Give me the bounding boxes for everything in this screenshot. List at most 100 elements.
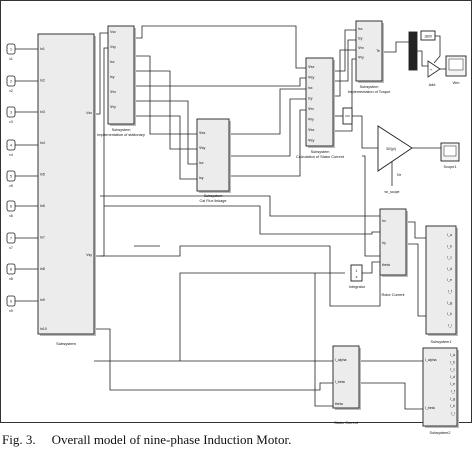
signal-line (134, 77, 306, 87)
signal-line (333, 49, 356, 97)
gain-block[interactable] (377, 125, 413, 172)
subsystem2-label: Subsystem2 (430, 431, 451, 435)
flux-linkage-port-4: Isy (199, 176, 204, 180)
integrator-block[interactable] (350, 264, 363, 282)
integrator-label: Integrator (349, 285, 366, 289)
inport-9[interactable] (6, 295, 16, 307)
stator-current-port-1: I_alpha (335, 358, 347, 362)
inport-8[interactable] (6, 263, 16, 275)
subsystem2-out-port-6: I_f (451, 390, 455, 394)
add-plus-sign: + (430, 67, 433, 72)
stator-current-calc-label-line2: Calculation of Stator Current (296, 155, 345, 159)
main-subsystem-out-port-2: Vsy (86, 253, 92, 257)
signal-line (433, 35, 441, 64)
inport-2[interactable] (6, 75, 16, 87)
gain-value: 30/(pi) (386, 147, 396, 151)
inport-label-1: v1 (9, 57, 13, 61)
flux-linkage-label: Subsystem (204, 194, 223, 198)
main-subsystem-in-port-9: In9 (40, 298, 45, 302)
subsystem2-out-port-7: I_g (450, 397, 455, 401)
subsystem1-port-4: I_d (447, 267, 452, 271)
inport-number-9: 9 (10, 300, 12, 304)
stator-current-calc-subsystem[interactable] (305, 57, 334, 147)
flux-linkage-subsystem[interactable] (196, 118, 230, 192)
constant-block[interactable] (420, 30, 436, 41)
signal-line (333, 58, 356, 132)
constant-value: 1800 (424, 35, 432, 39)
signal-line (229, 98, 306, 157)
signal-line (314, 273, 333, 407)
subsystem2-out-port-9: I_i (451, 411, 455, 415)
stator-current-calc-port-8: Ψsy (308, 139, 315, 143)
stationary-ref-label-line2: Implementation of stationary (97, 133, 145, 137)
inport-6[interactable] (6, 200, 16, 212)
caption-label: Fig. 3. (2, 432, 36, 447)
inport-7[interactable] (6, 232, 16, 244)
signal-line (134, 55, 197, 135)
rotor-current-label: Rotor Current (381, 293, 405, 297)
inport-label-2: v2 (9, 89, 13, 93)
stator-current-calc-port-1: Ψsx (308, 65, 315, 69)
torque-in-port-1: Isx (358, 27, 363, 31)
signal-line (362, 261, 380, 274)
inport-number-3: 3 (10, 111, 12, 115)
signal-line (94, 328, 333, 391)
inport-number-6: 6 (10, 205, 12, 209)
stationary-ref-port-1: Vsx (110, 30, 116, 34)
figure-caption: Fig. 3. Overall model of nine-phase Induc… (2, 432, 472, 448)
subsystem1-port-2: I_b (447, 244, 452, 248)
stator-current-calc-label: Subsystem (311, 150, 330, 154)
signal-line (417, 50, 428, 67)
stationary-ref-port-5: Ψrx (110, 90, 116, 94)
stator-current-label: Stator Current (334, 421, 359, 425)
signal-line (100, 245, 381, 307)
rotor-current-port-1: Irx (382, 219, 386, 223)
subsystem1-port-9: I_i (448, 323, 452, 327)
inport-1[interactable] (6, 43, 16, 55)
add-block[interactable] (427, 60, 441, 78)
subsystem2-block[interactable] (422, 347, 458, 427)
stator-current-calc-port-4: Isy (308, 97, 313, 101)
subsystem2-out-port-2: I_b (450, 360, 455, 364)
caption-text: Overall model of nine-phase Induction Mo… (51, 432, 292, 447)
subsystem1-label: Subsystem1 (431, 340, 452, 344)
signal-line (179, 272, 345, 361)
stator-current-block[interactable] (332, 345, 360, 409)
inport-number-1: 1 (10, 48, 12, 52)
integrator-num: 1 (356, 269, 358, 273)
subsystem2-out-port-8: I_h (450, 404, 455, 408)
rotor-current-block[interactable] (379, 208, 407, 276)
main-subsystem[interactable] (37, 33, 95, 335)
main-subsystem-label: Subsystem (56, 341, 76, 346)
signal-line (333, 29, 356, 72)
subsystem2-out-port-4: I_d (450, 375, 455, 379)
inport-label-9: v9 (9, 309, 13, 313)
stationary-ref-label: Subsystem (112, 128, 131, 132)
signal-line (406, 243, 426, 317)
main-subsystem-in-port-2: In2 (40, 78, 45, 82)
demux-block[interactable] (408, 31, 418, 71)
signal-line (94, 47, 108, 257)
inport-4[interactable] (6, 139, 16, 151)
subsystem2-in-port-2: I_beta (425, 406, 435, 410)
stator-current-port-2: I_beta (335, 380, 345, 384)
rotor-current-port-2: Iry (382, 241, 386, 245)
inport-5[interactable] (6, 170, 16, 182)
flux-linkage-port-1: Ψsx (199, 131, 206, 135)
main-subsystem-in-port-6: In6 (40, 204, 45, 208)
signal-line (352, 115, 378, 149)
signal-line (100, 195, 380, 217)
signal-line (134, 25, 306, 69)
torque-label: Subsystem (360, 85, 379, 89)
torque-subsystem[interactable] (355, 20, 383, 82)
inport-3[interactable] (6, 106, 16, 118)
wr-scope-label: wr_scope (385, 190, 400, 194)
subsystem1-port-6: I_f (448, 290, 452, 294)
stationary-ref-subsystem[interactable] (107, 25, 135, 125)
inport-number-5: 5 (10, 175, 12, 179)
scope-top-label: Wm (453, 81, 460, 85)
main-subsystem-out-port-1: Vsx (86, 111, 92, 115)
inport-label-4: v4 (9, 153, 13, 157)
subsystem1-block[interactable] (425, 225, 457, 335)
signal-line (229, 109, 306, 177)
